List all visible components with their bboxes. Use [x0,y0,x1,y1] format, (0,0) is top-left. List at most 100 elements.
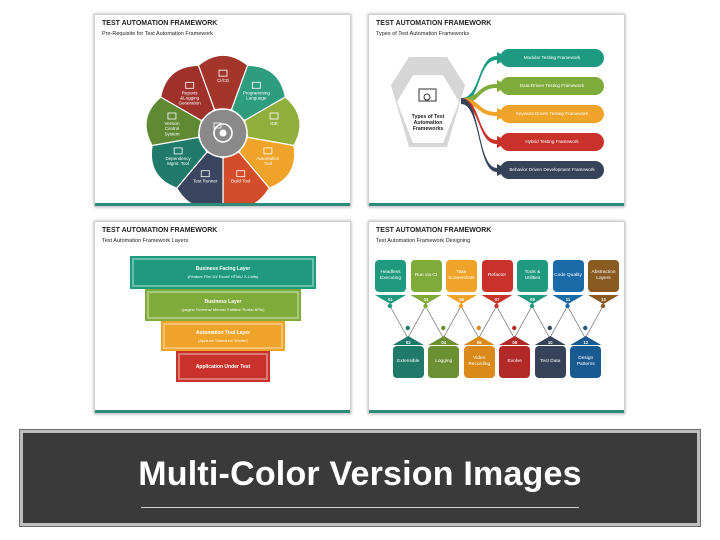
connector-dot [387,303,393,309]
framework-type-box: Keyword Driven Testing Framework [500,105,604,123]
step-pointer [570,336,602,345]
design-step-block: Take Screenshots [446,260,477,292]
petal-icon [200,170,210,178]
connector-line [496,305,515,339]
connector-line [460,305,480,339]
step-pointer [499,336,531,345]
petal-icon [173,147,183,155]
slide-framework-types[interactable]: TEST AUTOMATION FRAMEWORK Types of Test … [368,14,625,207]
step-pointer [375,295,406,304]
slide-prerequisites[interactable]: TEST AUTOMATION FRAMEWORK Pre-Requisite … [94,14,351,207]
connector-dot [600,303,606,309]
connector-line [567,305,586,339]
design-step-block: Evolve [499,346,531,378]
petal-icon [251,81,261,89]
connector-dot [529,303,535,309]
step-number: 05 [459,296,464,302]
framework-type-box: Data-Driven Testing Framework [500,77,604,95]
type-arrow-2 [461,98,509,120]
step-pointer [392,336,424,345]
center-hexagon [397,75,459,143]
step-number: 12 [583,339,589,345]
connector-line [584,305,604,339]
connector-dot [583,325,588,331]
step-pointer [410,295,442,304]
layer-name: Application Under Test [195,363,251,370]
slide-subtitle: Test Automation Framework Designing [376,238,471,244]
connector-dot [494,303,499,309]
slide-framework-layers[interactable]: TEST AUTOMATION FRAMEWORK Test Automatio… [94,221,351,414]
design-step-block: Design Patterns [570,346,602,378]
petal-label: IDE [270,121,278,126]
connector-line [513,305,533,339]
connector-line [549,305,568,339]
slide-framework-designing[interactable]: TEST AUTOMATION FRAMEWORK Test Automatio… [368,221,625,414]
layer-block: Business Layer(pages/ Screens/ Menus/ En… [147,291,299,319]
step-number: 06 [476,339,482,345]
design-step-block: Extensible [392,346,424,378]
framework-type-box: Modular Testing Framework [500,49,604,67]
slide-title: TEST AUTOMATION FRAMEWORK [102,227,218,234]
connector-line [389,305,409,339]
step-number: 01 [388,296,393,302]
step-pointer [588,295,619,304]
petal-icon [269,112,279,120]
design-step-block: Logging [428,346,460,378]
slide-subtitle: Test Automation Framework Layers [102,238,189,244]
petal-icon [185,81,195,89]
type-arrow-1 [461,80,509,104]
gear-icon [418,88,437,102]
gear-icon [213,122,233,143]
petal-icon [167,112,177,120]
layer-name: Business Facing Layer [195,266,251,272]
petal-8 [159,64,216,122]
connector-dot [423,303,428,309]
step-pointer [517,295,548,304]
connector-line [442,305,462,339]
design-step-block: Video Recording [463,346,495,378]
layer-description: (Appium/ Selenium/ Winiter) [198,337,248,343]
design-step-block: Headless Executing [375,260,406,292]
connector-line [478,305,497,339]
layer-block: Business Facing Layer (Feature File/ UI/ … [132,258,314,287]
connector-dot [565,303,570,309]
petal-label: Test Runner [193,179,218,184]
connector-line [425,305,444,339]
slide-title: TEST AUTOMATION FRAMEWORK [376,20,492,27]
step-pointer [481,295,513,304]
step-pointer [446,295,477,304]
connector-dot [476,325,481,331]
step-number: 02 [405,339,411,345]
connector-line [531,305,551,339]
layer-block: Automation Tool Layer(Appium/ Selenium/ … [163,323,283,349]
layer-block: Application Under Test [178,353,268,380]
petal-icon [218,69,228,77]
design-step-block: Tools & Utilities [517,260,548,292]
slide-title: TEST AUTOMATION FRAMEWORK [376,227,492,234]
design-step-block: Code Quality [552,260,584,292]
framework-type-box: Behavior Driven Development Framework [500,161,604,179]
step-pointer [552,295,584,304]
step-number: 04 [441,339,447,345]
step-number: 11 [565,296,571,302]
step-number: 07 [494,296,500,302]
step-number: 09 [530,296,535,302]
petal-label: CI/CD [217,78,230,83]
step-number: 13 [601,296,606,302]
step-pointer [428,336,460,345]
step-number: 08 [512,339,518,345]
type-arrow-0 [461,52,509,104]
petal-icon [236,170,246,178]
layer-description: (Feature File/ UI/ Excel/ HTML/ X-Units) [187,274,259,279]
step-pointer [534,336,566,345]
slide-subtitle: Pre-Requisite for Test Automation Framew… [102,31,213,37]
slide-title: TEST AUTOMATION FRAMEWORK [102,20,218,27]
step-number: 03 [423,296,429,302]
connector-dot [458,303,464,309]
